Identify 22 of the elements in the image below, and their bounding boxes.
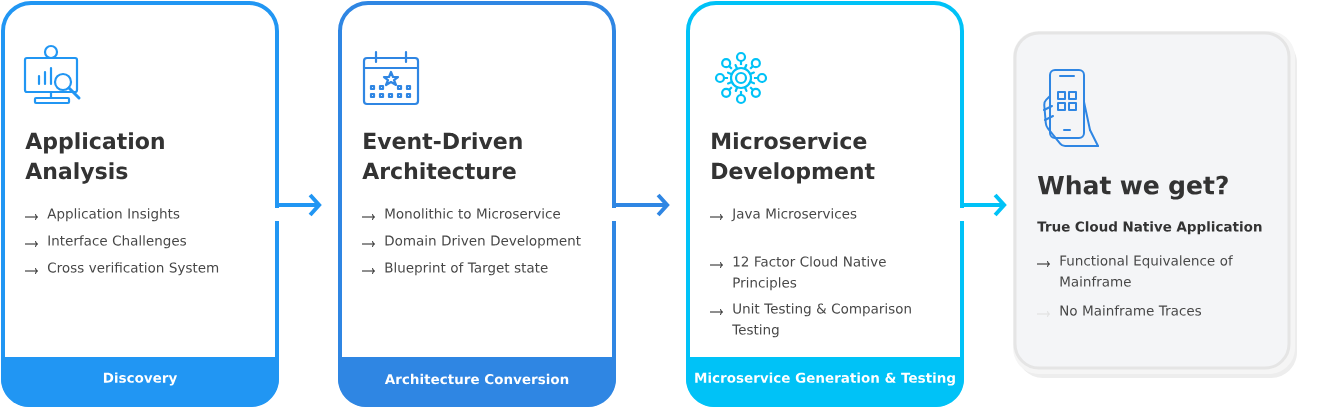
node-label: Event-Driven Architecture — [362, 132, 522, 180]
node-label: Interface Challenges — [48, 235, 187, 249]
node-label: Application Insights — [47, 208, 180, 222]
node-label: Monolithic to Microservice — [385, 208, 561, 219]
node-label: True Cloud Native Application — [1037, 221, 1262, 235]
arrow — [614, 193, 670, 217]
stage-band: Architecture Conversion — [338, 357, 616, 407]
node-label: Java Microservices — [731, 208, 857, 222]
arrow — [277, 193, 322, 217]
node-label: Blueprint of Target state — [385, 262, 548, 276]
node-label: Application Analysis — [25, 132, 164, 184]
node-label: What we get? — [1037, 175, 1228, 200]
node-label: Domain Driven Development — [385, 235, 581, 249]
stage-band: Discovery — [1, 357, 279, 407]
node-label: Cross verification System — [47, 262, 219, 276]
node-label: 12 Factor Cloud Native Principles — [733, 256, 886, 291]
node-label: Unit Testing & Comparison Testing — [732, 303, 911, 338]
node-label: Functional Equivalence of Mainframe — [1060, 255, 1233, 287]
stage-band: Microservice Generation & Testing — [686, 357, 964, 407]
node-label: Microservice Development — [712, 132, 875, 184]
arrow — [962, 193, 1007, 217]
node-label: No Mainframe Traces — [1060, 305, 1202, 316]
